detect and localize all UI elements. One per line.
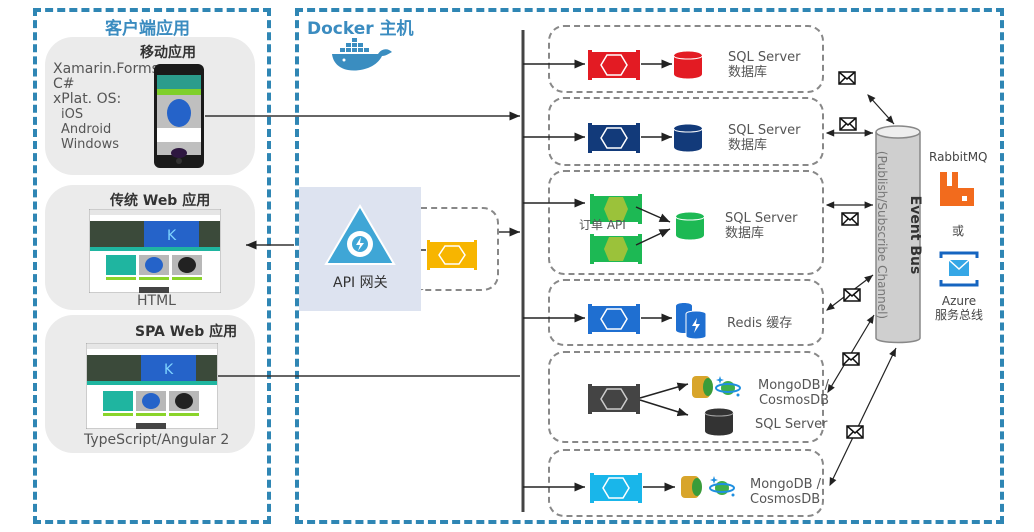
client-apps-title: 客户端应用 — [105, 19, 190, 39]
message-envelope-icon — [839, 117, 857, 131]
mobile-app-card — [45, 37, 255, 175]
mobile-app-title: 移动应用 — [140, 45, 196, 61]
message-envelope-icon — [843, 288, 861, 302]
svg-text:K: K — [167, 228, 177, 244]
db-label: MongoDB / CosmosDB — [758, 378, 830, 408]
cosmosdb-icon — [715, 376, 741, 397]
client-apps-frame — [33, 8, 271, 524]
ordering-api-label: 订单 API — [579, 218, 626, 232]
tech-line: Android — [61, 122, 112, 137]
message-envelope-icon — [841, 212, 859, 226]
db-label: SQL Server 数据库 — [728, 123, 801, 153]
db-label: SQL Server 数据库 — [725, 211, 798, 241]
tech-line: Xamarin.Forms — [53, 61, 159, 77]
api-gateway-label: API 网关 — [333, 275, 388, 291]
mongodb-icon — [692, 376, 713, 398]
message-envelope-icon — [838, 71, 856, 85]
cosmosdb-icon-2 — [709, 476, 735, 497]
html-caption: HTML — [137, 293, 176, 309]
spa-web-title: SPA Web 应用 — [135, 324, 238, 340]
red-database-icon — [674, 51, 702, 79]
tech-line: Windows — [61, 137, 120, 152]
service-box-4 — [548, 279, 824, 346]
green-database-icon — [676, 212, 704, 240]
tech-line: iOS — [61, 107, 84, 122]
traditional-web-title: 传统 Web 应用 — [110, 193, 211, 209]
or-label: 或 — [952, 224, 965, 238]
gateway-bff-container — [421, 207, 499, 291]
docker-whale-icon — [332, 38, 392, 71]
svg-text:K: K — [164, 362, 174, 378]
db-label: SQL Server 数据库 — [728, 50, 801, 80]
bff-service-icon — [427, 240, 477, 270]
api-gateway-icon — [324, 204, 396, 265]
docker-host-title: Docker 主机 — [307, 19, 414, 39]
docker-host-frame — [295, 8, 1004, 524]
event-bus-cylinder — [875, 125, 921, 344]
azure-service-bus-icon — [939, 251, 979, 287]
rabbitmq-icon — [940, 172, 974, 206]
redis-cache-icon — [676, 303, 707, 340]
service-box-5 — [548, 351, 824, 443]
service-box-1 — [548, 25, 824, 93]
service-box-3 — [548, 170, 824, 275]
service-box-6 — [548, 449, 824, 517]
db-label: MongoDB / CosmosDB — [750, 477, 822, 507]
navy-database-icon — [674, 124, 702, 152]
db-label: SQL Server — [755, 417, 828, 432]
rabbitmq-label: RabbitMQ — [929, 150, 988, 164]
mobile-tech-list: Xamarin.Forms C# xPlat. OS: iOS Android … — [53, 61, 159, 153]
spa-caption: TypeScript/Angular 2 — [84, 432, 230, 448]
gray-sql-database-icon — [705, 408, 733, 436]
web-screenshot-image: K — [89, 209, 221, 293]
tech-line: C# — [53, 76, 75, 92]
azure-label: Azure 服务总线 — [934, 294, 983, 322]
tech-line: xPlat. OS: — [53, 91, 122, 107]
spa-screenshot-image: K — [86, 343, 218, 429]
message-envelope-icon — [846, 425, 864, 439]
db-label: Redis 缓存 — [727, 316, 793, 331]
mobile-phone-image — [154, 64, 204, 168]
event-bus-subtitle: (Publish/Subscribe Channel) — [875, 150, 889, 320]
message-envelope-icon — [842, 352, 860, 366]
mongodb-icon-2 — [681, 476, 702, 498]
event-bus-title: Event Bus — [907, 195, 923, 275]
service-box-2 — [548, 97, 824, 166]
